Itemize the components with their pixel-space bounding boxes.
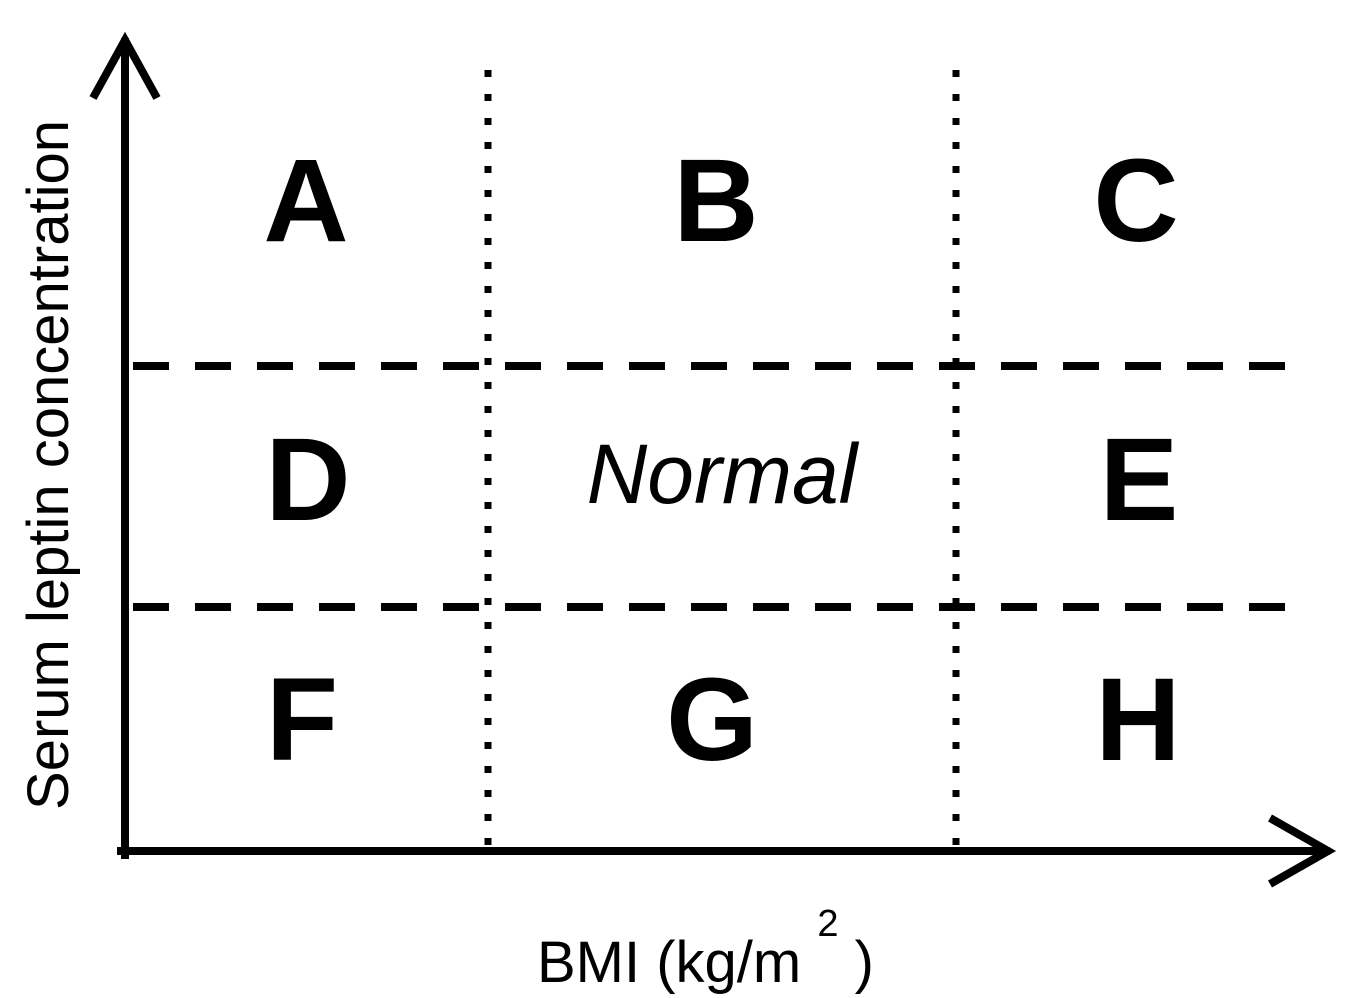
cell-label-d: D (265, 414, 350, 546)
x-axis-title-prefix: BMI (kg/m (537, 930, 801, 995)
x-axis-title: BMI (kg/m 2 ) (537, 884, 874, 995)
x-axis-title-superscript: 2 (817, 903, 838, 945)
cell-label-f: F (266, 654, 338, 786)
x-axis-title-suffix: ) (855, 930, 874, 995)
cell-label-b: B (673, 135, 758, 267)
cell-label-h: H (1095, 654, 1180, 786)
cell-label-a: A (263, 135, 348, 267)
y-axis-title: Serum leptin concentration (16, 120, 81, 810)
cell-label-e: E (1100, 414, 1179, 546)
cell-label-g: G (666, 654, 758, 786)
cell-label-c: C (1093, 135, 1178, 267)
cell-label-normal: Normal (587, 427, 860, 521)
y-axis-arrowhead (89, 31, 161, 100)
x-axis-arrowhead (1268, 814, 1337, 888)
